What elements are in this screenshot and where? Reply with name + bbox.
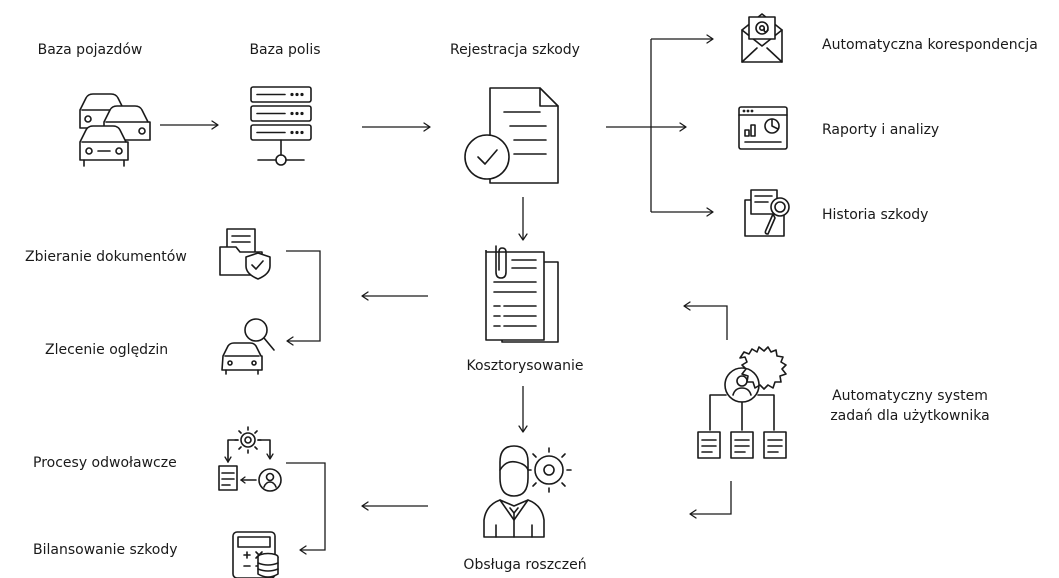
gear-user-network-icon: [697, 346, 787, 459]
label-task-system-line2: zadań dla użytkownika: [830, 408, 990, 424]
label-reports: Raporty i analizy: [822, 122, 940, 138]
label-cost-estimation: Kosztorysowanie: [466, 358, 584, 374]
folder-shield-icon: [219, 228, 271, 280]
calculator-icon: [232, 531, 279, 578]
gear-cycle-icon: [218, 426, 282, 492]
label-claim-balancing: Bilansowanie szkody: [33, 542, 178, 558]
car-inspection-icon: [221, 318, 275, 375]
label-claims-handling: Obsługa roszczeń: [463, 557, 587, 573]
label-policies-db: Baza polis: [249, 42, 321, 58]
cars-icon: [79, 93, 151, 167]
label-vehicles-db: Baza pojazdów: [37, 42, 143, 58]
label-auto-correspondence: Automatyczna korespondencja: [822, 37, 1038, 53]
document-check-icon: [464, 87, 559, 184]
label-document-collection: Zbieranie dokumentów: [25, 249, 187, 265]
report-chart-icon: [738, 106, 788, 150]
label-inspection-order: Zlecenie oględzin: [45, 342, 169, 358]
label-task-system-line1: Automatyczny system: [832, 388, 988, 404]
server-icon: [250, 86, 312, 166]
connectors: [160, 34, 732, 555]
documents-clip-icon: [485, 245, 559, 343]
label-claim-registration: Rejestracja szkody: [450, 42, 580, 58]
email-icon: [741, 13, 783, 63]
person-gears-icon: [483, 445, 572, 538]
label-claim-history: Historia szkody: [822, 207, 929, 223]
label-appeals: Procesy odwoławcze: [33, 455, 177, 471]
folder-search-icon: [744, 189, 790, 237]
